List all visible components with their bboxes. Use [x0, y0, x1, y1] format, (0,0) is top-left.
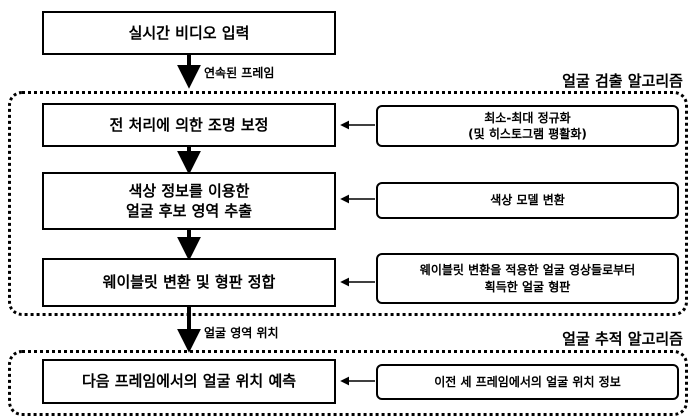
tracking-title: 얼굴 추적 알고리즘: [562, 330, 683, 348]
side2-text: 색상 모델 변환: [490, 193, 565, 208]
side3-text-line2: 획득한 얼굴 형판: [484, 279, 571, 294]
side1-box: 최소-최대 정규화 (및 히스토그램 평활화): [376, 105, 679, 147]
step3-box: 웨이블릿 변환 및 형판 정합: [42, 258, 336, 307]
step2-text-line1: 색상 정보를 이용한: [128, 181, 250, 200]
detection-region: [8, 91, 688, 316]
side4-box: 이전 세 프레임에서의 얼굴 위치 정보: [376, 364, 679, 400]
step4-box: 다음 프레임에서의 얼굴 위치 예측: [42, 359, 336, 404]
tracking-region: [8, 350, 688, 416]
input-box: 실시간 비디오 입력: [42, 11, 336, 55]
side1-text-line2: (및 히스토그램 평활화): [468, 127, 587, 141]
side4-text: 이전 세 프레임에서의 얼굴 위치 정보: [434, 374, 621, 389]
input-box-text: 실시간 비디오 입력: [128, 23, 250, 42]
side2-box: 색상 모델 변환: [376, 182, 679, 219]
side3-box: 웨이블릿 변환을 적용한 얼굴 영상들로부터 획득한 얼굴 형판: [376, 253, 679, 304]
step4-text: 다음 프레임에서의 얼굴 위치 예측: [81, 372, 297, 391]
side3-text-line1: 웨이블릿 변환을 적용한 얼굴 영상들로부터: [419, 263, 636, 278]
frames-arrow-label: 연속된 프레임: [204, 66, 275, 80]
detection-title: 얼굴 검출 알고리즘: [562, 72, 683, 90]
position-arrow-label: 얼굴 영역 위치: [204, 326, 279, 340]
step1-box: 전 처리에 의한 조명 보정: [42, 103, 336, 147]
step2-text-line2: 얼굴 후보 영역 추출: [125, 202, 253, 220]
side1-text-line1: 최소-최대 정규화: [484, 110, 571, 125]
step3-text: 웨이블릿 변환 및 형판 정합: [102, 273, 276, 292]
step2-box: 색상 정보를 이용한 얼굴 후보 영역 추출: [42, 172, 336, 230]
step1-text: 전 처리에 의한 조명 보정: [109, 115, 269, 134]
